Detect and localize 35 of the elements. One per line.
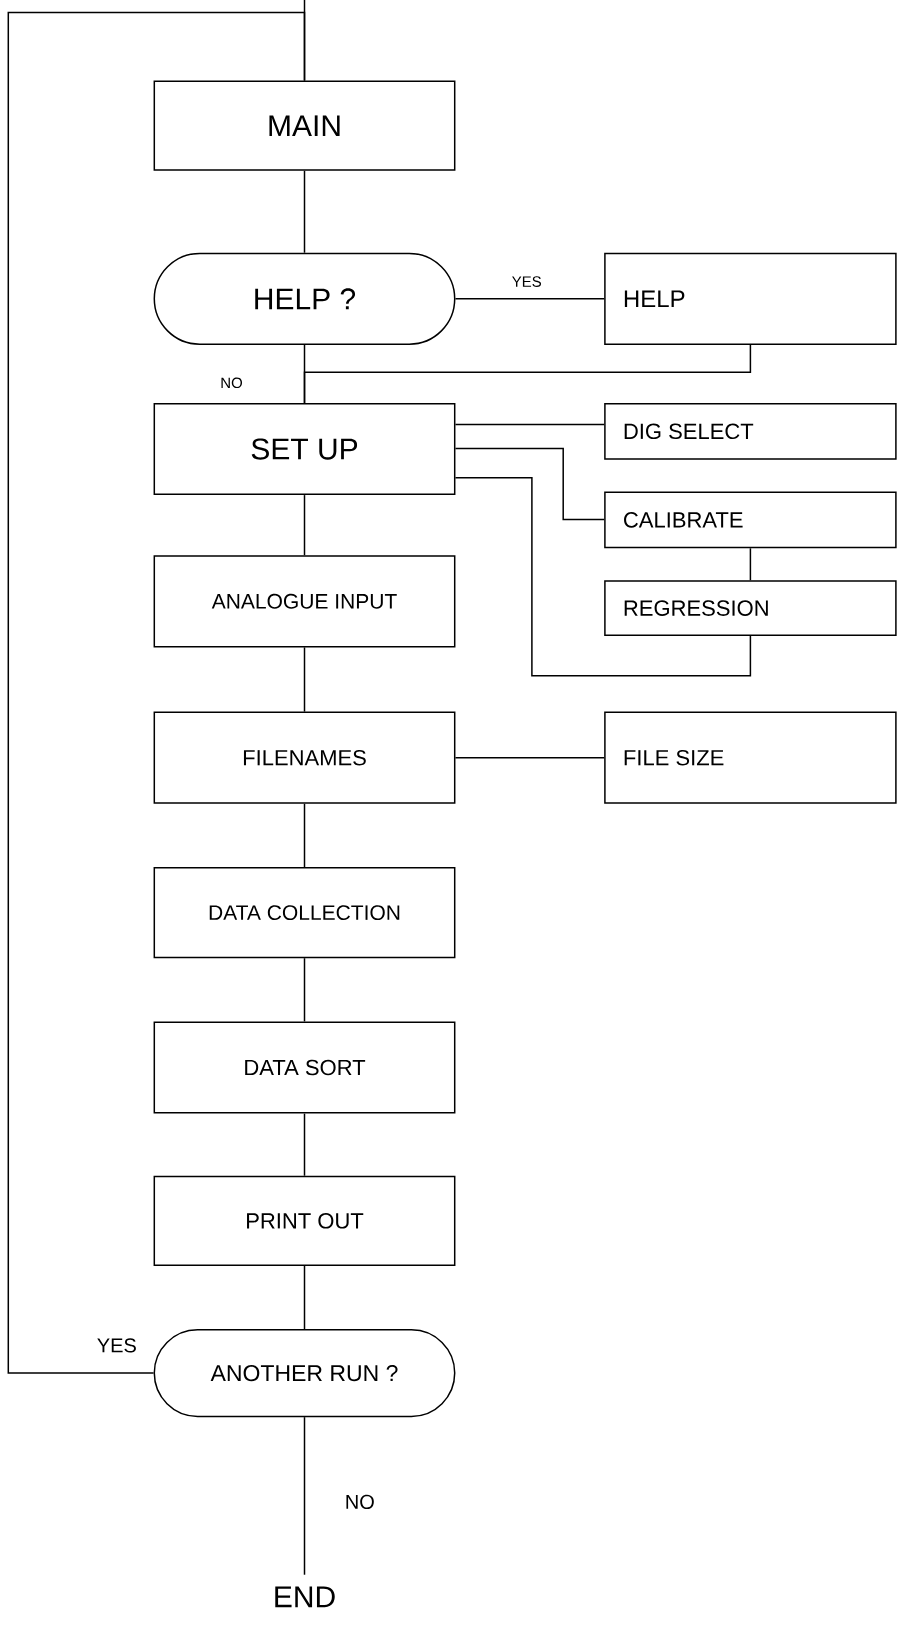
edge-label: NO — [219, 376, 244, 390]
connector-line — [454, 447, 605, 521]
process-box: DATA COLLECTION — [153, 867, 456, 959]
edge-label: YES — [510, 275, 543, 288]
connector-line — [303, 803, 306, 868]
end-text: END — [275, 1586, 335, 1608]
connector-line — [303, 170, 306, 254]
connector-line — [303, 344, 752, 404]
connector-line — [454, 423, 605, 426]
process-box: FILENAMES — [153, 711, 456, 804]
process-box: DIG SELECT — [604, 402, 897, 460]
connector-line — [303, 646, 306, 713]
connector-line — [454, 756, 605, 759]
connector-line — [303, 494, 306, 556]
connector-line — [303, 957, 306, 1023]
decision-terminal: ANOTHER RUN ? — [153, 1329, 456, 1418]
process-box: REGRESSION — [604, 580, 897, 636]
connector-line — [303, 1265, 306, 1330]
edge-label: NO — [343, 1493, 376, 1510]
process-box: DATA SORT — [153, 1021, 456, 1114]
process-box: CALIBRATE — [604, 491, 897, 549]
edge-label: YES — [95, 1337, 138, 1354]
process-box: SET UP — [153, 402, 456, 496]
connector-line — [749, 547, 752, 581]
process-box: FILE SIZE — [604, 711, 897, 804]
connector-line — [454, 476, 752, 677]
connector-line — [454, 298, 605, 300]
process-box: ANALOGUE INPUT — [153, 555, 456, 648]
connector-line — [7, 11, 306, 1374]
process-box: MAIN — [153, 80, 456, 171]
process-box: HELP — [604, 252, 897, 345]
process-box: PRINT OUT — [153, 1175, 456, 1266]
connector-line — [303, 1112, 306, 1177]
decision-terminal: HELP ? — [153, 252, 456, 345]
connector-line — [303, 1416, 306, 1576]
